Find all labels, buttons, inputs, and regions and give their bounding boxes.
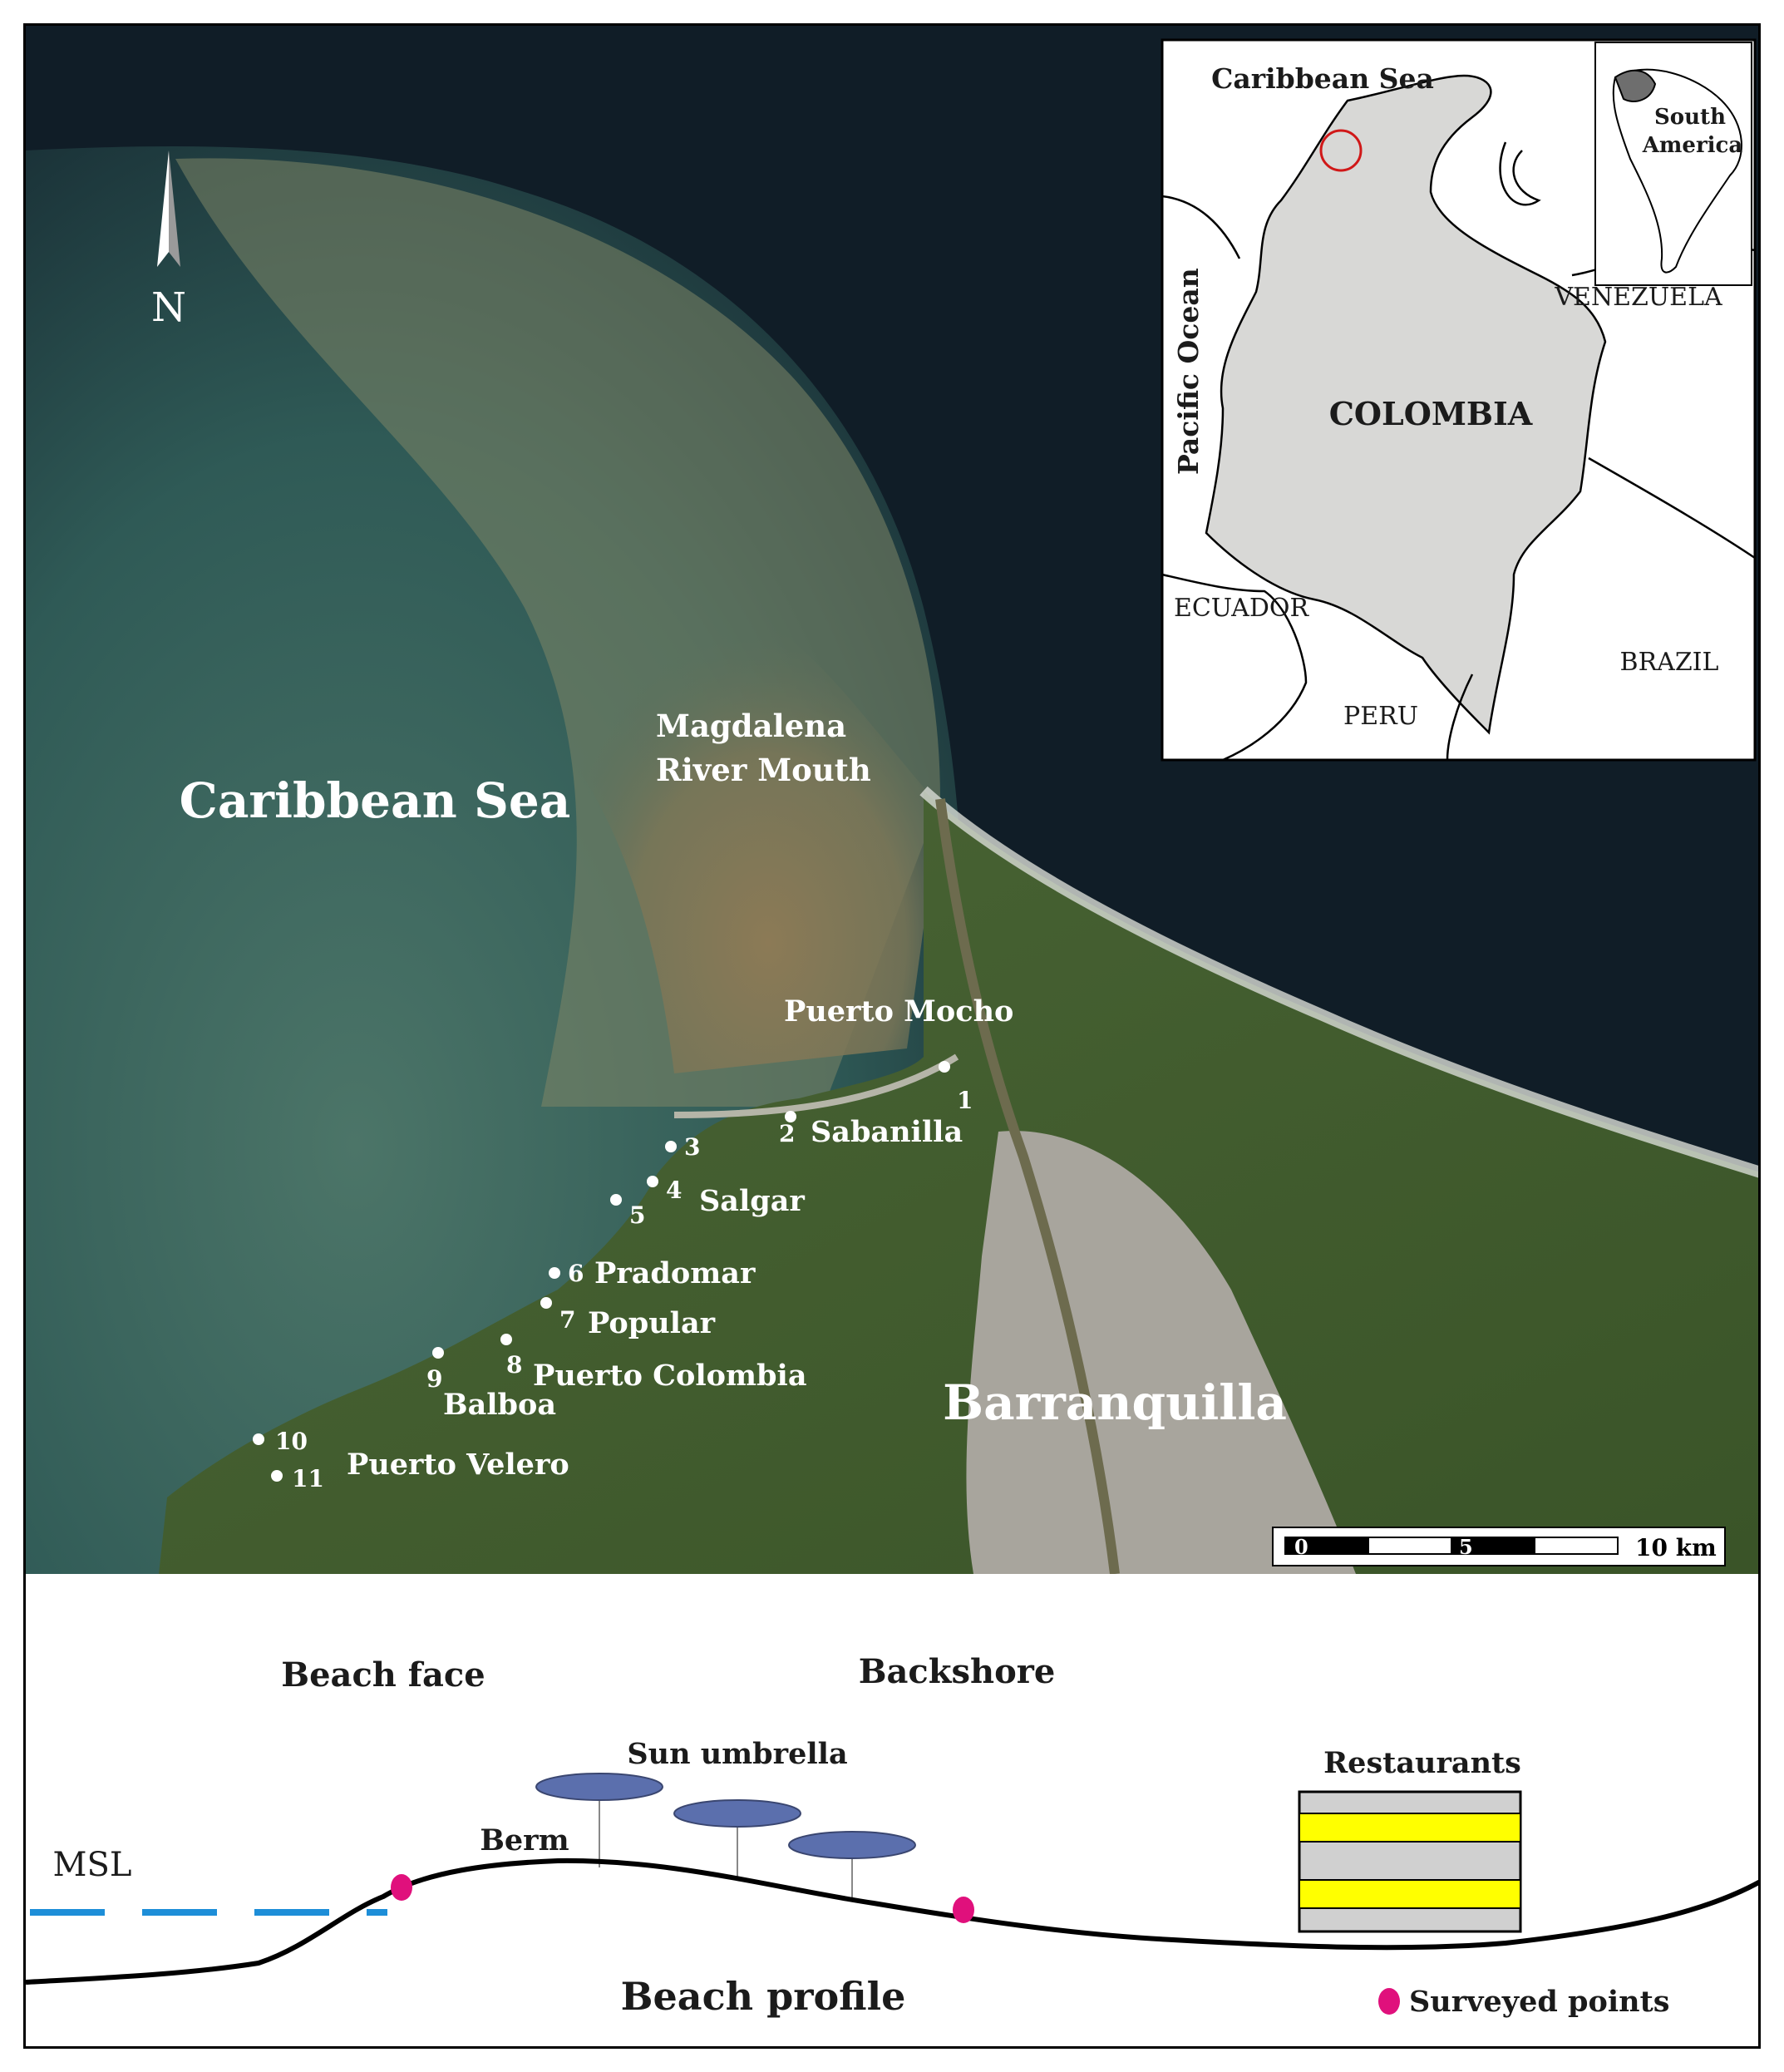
berm-label: Berm [480,1823,569,1857]
legend-surveyed-points: Surveyed points [1409,1985,1669,2019]
figure-frame: N Caribbean Sea Magdalena River Mouth Ba… [23,23,1761,2049]
restaurants-label: Restaurants [1323,1746,1521,1780]
neighbor-ecuador: ECUADOR [1174,594,1310,623]
site-markers: 1 Puerto Mocho 2 Sabanilla 3 4 Salgar 5 … [253,994,1013,1492]
sea-label: Caribbean Sea [180,772,571,829]
site-1-name: Puerto Mocho [784,994,1013,1029]
sun-umbrella-label: Sun umbrella [627,1737,847,1771]
inset-map: Caribbean Sea Pacific Ocean COLOMBIA VEN… [1161,38,1757,762]
site-5-number: 5 [629,1201,645,1229]
site-1-point [939,1061,950,1073]
inset-ocean-label: Pacific Ocean [1172,268,1205,475]
legend-surveyed-point-icon [1378,1988,1400,2015]
scale-bar: 0 5 10 km [1272,1527,1726,1566]
venezuela-gulf [1499,141,1541,206]
border-peru-brazil [1446,673,1474,761]
beach-profile-diagram: Beach face Backshore Sun umbrella Restau… [26,1574,1758,2046]
site-9-number: 9 [426,1365,442,1393]
site-7-name: Popular [588,1306,716,1340]
site-6-point [549,1267,560,1279]
north-label: N [151,284,186,331]
coastal-land [159,791,1758,1574]
site-8-number: 8 [506,1351,522,1379]
site-11-point [271,1470,283,1482]
north-arrow: N [151,150,186,331]
border-panama [1161,195,1241,259]
site-3-number: 3 [684,1133,700,1161]
surf-line [919,786,1758,1178]
sediment-plume-core [558,550,940,1073]
inset-country-label: COLOMBIA [1329,395,1533,432]
site-7-point [540,1297,552,1309]
beach-profile-curve [26,1857,1758,1985]
site-3-point [665,1141,677,1152]
neighbor-venezuela: VENEZUELA [1554,283,1722,312]
scale-tick-5: 5 [1459,1535,1473,1559]
site-8-point [500,1334,512,1345]
scale-tick-0: 0 [1294,1535,1308,1559]
city-label: Barranquilla [943,1374,1287,1431]
site-4-name: Salgar [699,1184,805,1218]
sun-umbrella-1 [535,1773,663,1867]
scale-end-label: 10 km [1635,1534,1717,1561]
site-1-number: 1 [957,1087,973,1114]
magdalena-river [935,798,1120,1575]
surveyed-point-1 [391,1874,412,1901]
sun-umbrella-3 [788,1831,916,1898]
continent-label-1: South [1654,105,1726,130]
river-mouth-label-1: Magdalena [656,708,846,744]
site-6-number: 6 [568,1260,584,1287]
inset-sea-label: Caribbean Sea [1211,62,1434,95]
msl-label: MSL [53,1846,132,1884]
site-9-point [432,1347,444,1359]
sun-umbrella-2 [673,1799,801,1878]
river-mouth-label-2: River Mouth [656,752,871,788]
study-area-marker [1319,129,1363,172]
figure-svg: N Caribbean Sea Magdalena River Mouth Ba… [26,26,1758,2046]
site-7-number: 7 [559,1306,575,1334]
profile-title: Beach profile [621,1974,906,2019]
site-6-name: Pradomar [594,1256,756,1290]
neighbor-peru: PERU [1343,702,1418,731]
colombia-shape [1205,74,1607,735]
restaurant-building [1298,1790,1522,1933]
site-10-number: 10 [275,1428,308,1455]
site-8-name: Puerto Colombia [533,1359,807,1393]
site-10-point [253,1433,264,1445]
site-2-name: Sabanilla [811,1115,963,1149]
backshore-label: Backshore [859,1652,1056,1691]
site-11-number: 11 [292,1465,324,1492]
sand-spit [673,1053,959,1118]
border-ecuador-peru [1161,573,1308,762]
beach-face-label: Beach face [281,1655,485,1695]
border-venezuela-brazil [1588,456,1756,560]
site-2-point [785,1111,796,1122]
site-11-name: Puerto Velero [347,1448,569,1482]
south-america-locator: South America [1594,42,1752,286]
site-2-number: 2 [779,1120,795,1147]
site-4-number: 4 [666,1177,682,1204]
neighbor-brazil: BRAZIL [1620,648,1719,677]
site-4-point [647,1176,658,1187]
site-5-point [610,1194,622,1206]
city-area [966,1131,1356,1574]
continent-label-2: America [1642,133,1743,158]
surveyed-point-2 [953,1897,974,1923]
site-9-name: Balboa [443,1388,556,1422]
